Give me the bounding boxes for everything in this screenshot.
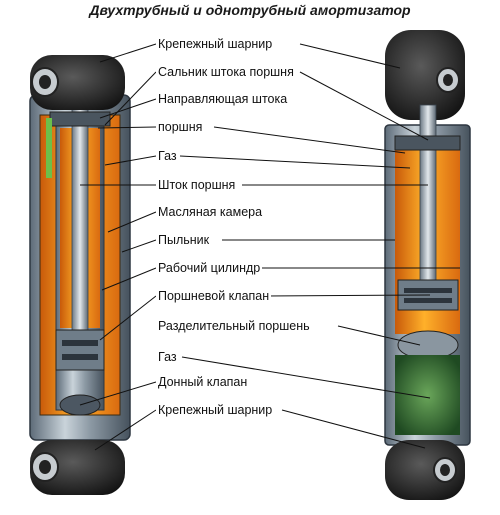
label-rod-seal: Сальник штока поршня (156, 65, 296, 80)
label-gas-top: Газ (156, 149, 179, 164)
mono-tube-shock (384, 30, 471, 500)
gas-strip (46, 118, 52, 178)
label-oil-chamber: Масляная камера (156, 205, 265, 220)
bottom-mount-right (385, 440, 465, 500)
label-mount-bottom: Крепежный шарнир (156, 403, 275, 418)
top-mount-right (385, 30, 465, 120)
piston-rod (71, 89, 89, 341)
label-piston-rod: Шток поршня (156, 178, 238, 193)
gas-chamber (395, 355, 460, 435)
top-mount (30, 55, 125, 110)
rod-guide (49, 111, 111, 127)
label-piston: поршня (156, 120, 205, 135)
label-piston-valve: Поршневой клапан (156, 289, 272, 304)
label-foot-valve: Донный клапан (156, 375, 250, 390)
piston-valve (55, 329, 105, 371)
label-separating-piston: Разделительный поршень (156, 319, 312, 334)
separating-piston (397, 330, 459, 360)
label-working-cylinder: Рабочий цилиндр (156, 261, 263, 276)
label-mount-top: Крепежный шарнир (156, 37, 275, 52)
label-dust-boot: Пыльник (156, 233, 212, 248)
label-rod-guide: Направляющая штока (156, 92, 290, 107)
page-title: Двухтрубный и однотрубный амортизатор (89, 2, 411, 18)
bottom-mount (30, 440, 125, 495)
twin-tube-shock (29, 55, 131, 495)
label-gas-bottom: Газ (156, 350, 179, 365)
seal-right (394, 135, 461, 151)
leader-lines (79, 43, 460, 451)
